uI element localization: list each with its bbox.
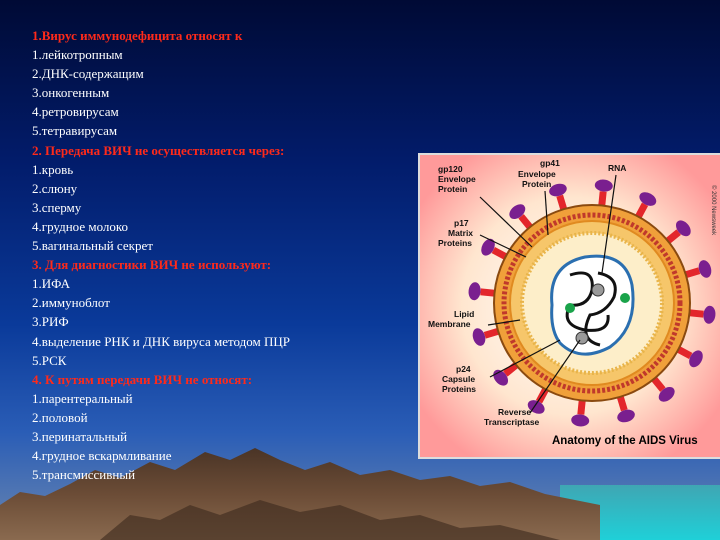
gp120-knob	[703, 305, 716, 324]
question-2-title: 2. Передача ВИЧ не осуществляется через:	[32, 142, 285, 158]
label-matrix: Matrix	[448, 228, 473, 238]
question-4-title: 4. К путям передачи ВИЧ не относят:	[32, 371, 253, 387]
protease-dot-2	[620, 293, 630, 303]
label-envelope-2: Envelope	[518, 169, 556, 179]
leader-lines	[479, 174, 617, 414]
label-lipid: Lipid	[454, 309, 474, 319]
label-reverse: Reverse	[498, 407, 531, 417]
figure-copyright: © 2000 Newsweek	[710, 185, 717, 236]
question-1-option-1: 1.лейкотропным	[32, 47, 123, 63]
reverse-transcriptase-dot-1	[591, 283, 605, 297]
question-1-option-2: 2.ДНК-содержащим	[32, 66, 144, 82]
gp120-knob	[676, 220, 691, 237]
question-4-option-3: 3.перинатальный	[32, 428, 128, 444]
question-3-option-4: 4.выделение РНК и ДНК вируса методом ПЦР	[32, 333, 290, 349]
gp120-knob	[698, 260, 712, 278]
question-2-option-3: 3.сперму	[32, 199, 82, 215]
label-p24: p24	[456, 364, 471, 374]
protease-dot-1	[565, 303, 575, 313]
question-4-option-2: 2.половой	[32, 409, 88, 425]
gp120-knob	[571, 414, 590, 427]
figure-caption: Anatomy of the AIDS Virus	[552, 435, 698, 447]
hiv-anatomy-diagram: gp120 Envelope Protein gp41 Envelope Pro…	[420, 155, 720, 457]
question-2-option-2: 2.слюну	[32, 180, 78, 196]
gp120-knob	[468, 282, 481, 301]
question-1-option-4: 4.ретровирусам	[32, 104, 119, 120]
question-4-option-1: 1.парентеральный	[32, 390, 133, 406]
label-p17: p17	[454, 218, 469, 228]
lipid-membrane	[501, 212, 683, 394]
label-envelope-1: Envelope	[438, 174, 476, 184]
label-rna: RNA	[608, 163, 626, 173]
label-gp120: gp120	[438, 164, 463, 174]
question-4-option-5: 5.трансмиссивный	[32, 467, 136, 483]
question-3-option-3: 3.РИФ	[32, 314, 69, 330]
question-3-option-1: 1.ИФА	[32, 276, 70, 292]
gp120-knob	[658, 387, 675, 402]
hiv-anatomy-figure: gp120 Envelope Protein gp41 Envelope Pro…	[418, 153, 720, 459]
question-2-option-4: 4.грудное молоко	[32, 218, 129, 234]
question-3-title: 3. Для диагностики ВИЧ не используют:	[32, 257, 272, 273]
question-2-option-5: 5.вагинальный секрет	[32, 238, 153, 254]
gp120-knob	[549, 183, 567, 197]
question-1-option-3: 3.онкогенным	[32, 85, 110, 101]
label-protein-1: Protein	[438, 184, 467, 194]
quiz-text: 1.Вирус иммунодефицита относят к 1.лейко…	[32, 26, 412, 484]
question-3-option-2: 2.иммуноблот	[32, 295, 110, 311]
question-4-option-4: 4.грудное вскармливание	[32, 448, 172, 464]
gp120-knob	[617, 409, 635, 423]
question-2-option-1: 1.кровь	[32, 161, 74, 177]
gp120-knob	[689, 350, 703, 368]
label-transcriptase: Transcriptase	[484, 417, 540, 427]
label-protein-2: Protein	[522, 179, 551, 189]
gp120-knob	[509, 204, 526, 219]
gp120-knob	[594, 179, 613, 192]
label-gp41: gp41	[540, 158, 560, 168]
question-3-option-5: 5.РСК	[32, 352, 67, 368]
label-proteins-2: Proteins	[442, 384, 476, 394]
gp120-knob	[472, 328, 486, 346]
label-capsule: Capsule	[442, 374, 475, 384]
label-membrane: Membrane	[428, 319, 471, 329]
question-1-option-5: 5.тетравирусам	[32, 123, 118, 139]
question-1-title: 1.Вирус иммунодефицита относят к	[32, 28, 243, 43]
label-proteins-1: Proteins	[438, 238, 472, 248]
gp120-knob	[481, 238, 495, 256]
gp120-knob	[639, 192, 657, 206]
